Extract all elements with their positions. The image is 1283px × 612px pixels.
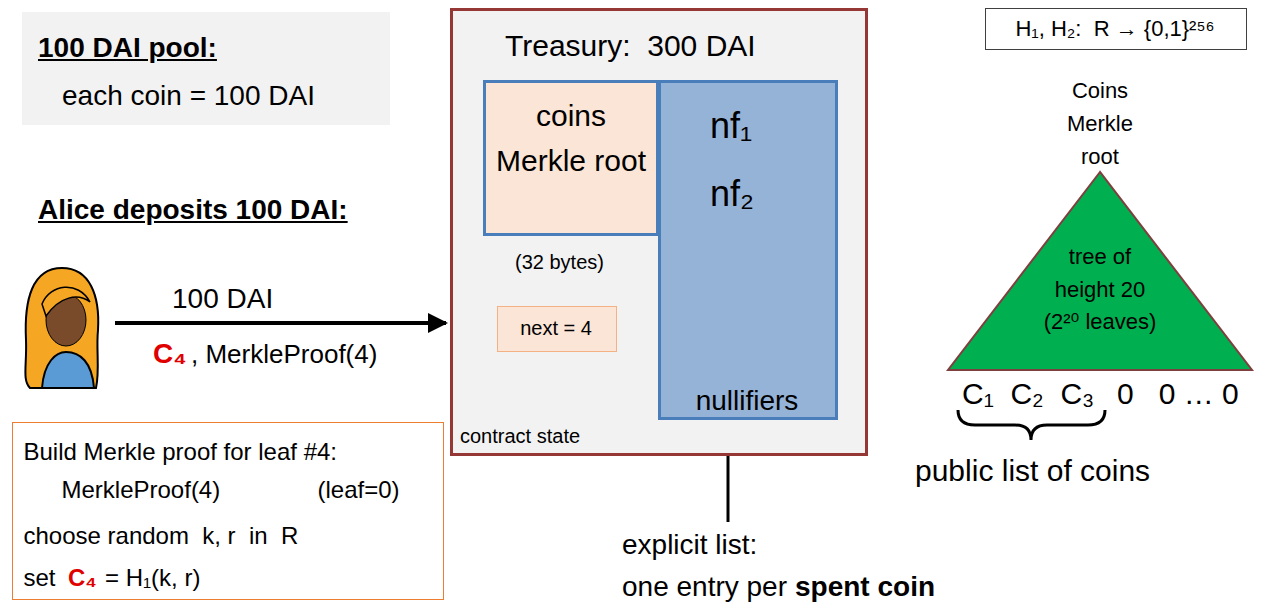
- step-text: = H₁(k, r): [105, 564, 200, 593]
- step-text: choose random k, r in R: [24, 522, 299, 551]
- note-text: one entry per: [622, 570, 787, 604]
- proof-label: , MerkleProof(4): [191, 339, 377, 370]
- step-text: MerkleProof(4): [62, 476, 221, 505]
- root-box: coins Merkle root: [483, 80, 659, 236]
- alice-figure: [25, 268, 98, 388]
- pool-title: 100 DAI pool:: [38, 31, 217, 65]
- hash-box: H₁, H₂: R → {0,1}²⁵⁶: [985, 8, 1247, 50]
- nullifier-caption: nullifiers: [662, 384, 832, 418]
- step-box: Build Merkle proof for leaf #4: MerklePro…: [12, 422, 444, 600]
- leaf-labels: C₁ C₂ C₃: [962, 376, 1094, 412]
- deposit-arrow: [115, 321, 446, 325]
- amount-label: 100 DAI: [172, 282, 273, 316]
- merkle-tree: Coins Merkle root tree of height 20 (2²⁰ l…: [945, 70, 1255, 372]
- list-caption: public list of coins: [915, 453, 1150, 489]
- alice-hair: [25, 268, 98, 388]
- nullifier-entry: nf₂: [710, 172, 754, 215]
- coin-symbol: C₄: [153, 337, 187, 371]
- size-note: (32 bytes): [515, 250, 604, 274]
- hash-text: H₁, H₂: R → {0,1}²⁵⁶: [989, 16, 1241, 42]
- coin-symbol: C₄: [68, 564, 97, 593]
- tree-shape: [948, 172, 1252, 370]
- nullifier-entry: nf₁: [710, 104, 752, 147]
- nullifier-box: nf₁ nf₂ nullifiers: [658, 80, 838, 420]
- step-text: (leaf=0): [318, 476, 400, 505]
- root-text: coins Merkle root: [491, 93, 651, 183]
- note-text: explicit list:: [622, 528, 757, 562]
- alice-bangs: [42, 287, 90, 316]
- step-text: Build Merkle proof for leaf #4:: [24, 438, 338, 467]
- leaf-labels: 0 0 … 0: [1117, 376, 1239, 412]
- step-text: set: [24, 564, 56, 593]
- counter-box: next = 4: [497, 306, 617, 352]
- section-title: Alice deposits 100 DAI:: [38, 193, 348, 227]
- tree-title: Coins Merkle root: [1050, 74, 1150, 173]
- tree-text: (2²⁰ leaves): [1020, 309, 1180, 335]
- tree-text: tree of height 20: [1044, 240, 1156, 306]
- pool-box: 100 DAI pool: each coin = 100 DAI: [22, 12, 390, 125]
- alice-body: [42, 352, 94, 388]
- state-caption: contract state: [460, 424, 580, 448]
- curly-bracket: [958, 410, 1105, 440]
- contract-box: Treasury: 300 DAI contract state coins Mer…: [450, 8, 868, 456]
- note-emphasis: spent coin: [795, 570, 935, 604]
- treasury-text: Treasury: 300 DAI: [505, 28, 756, 64]
- pool-text: each coin = 100 DAI: [62, 79, 315, 113]
- counter-text: next = 4: [501, 316, 611, 340]
